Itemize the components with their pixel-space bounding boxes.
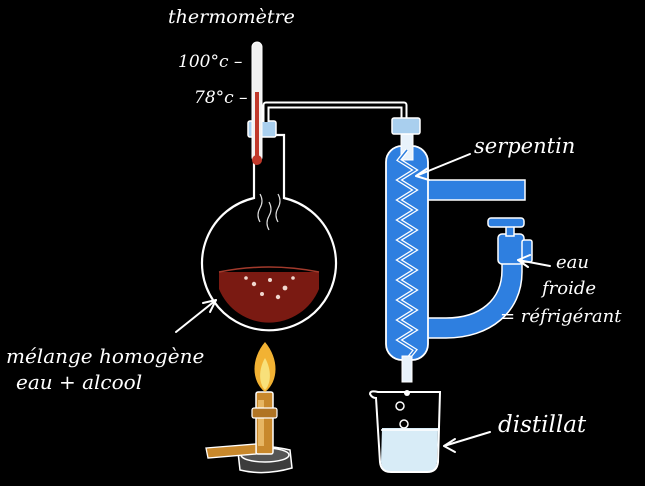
arrow-distillate-icon (443, 431, 491, 453)
thermometer (251, 41, 263, 165)
condenser (385, 117, 526, 383)
temperature-78-label: 78°c – (194, 88, 248, 108)
bunsen-burner (205, 391, 293, 474)
arrow-cold-water-icon (517, 254, 551, 268)
thermometer-label: thermomètre (168, 6, 295, 28)
flame-icon (254, 342, 276, 392)
round-bottom-flask (200, 133, 338, 332)
water-inlet-pipe (426, 261, 523, 339)
mixture-label-line2: eau + alcool (16, 370, 143, 394)
arrow-coil-icon (415, 153, 471, 181)
arrow-mixture-icon (175, 299, 217, 333)
tap-icon (487, 217, 533, 265)
temperature-100-label: 100°c – (178, 52, 243, 72)
beaker (368, 390, 442, 473)
coil-label: serpentin (474, 134, 576, 158)
cold-water-label-line2: froide (542, 278, 597, 299)
cold-water-label-line1: eau (556, 252, 589, 273)
mixture-label-line1: mélange homogène (6, 344, 205, 368)
condenser-stopper (391, 117, 421, 135)
water-outlet-pipe (426, 179, 526, 201)
coolant-label: = réfrigérant (500, 306, 622, 327)
distillate-label: distillat (498, 412, 587, 438)
